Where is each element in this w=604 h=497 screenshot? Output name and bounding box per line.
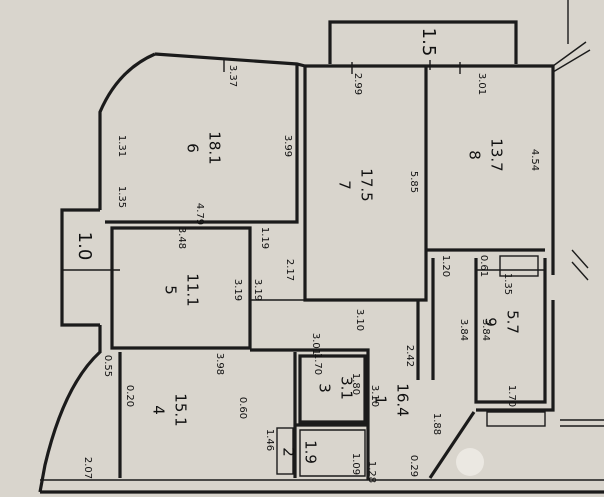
room-area-5: 11.1 <box>184 273 202 306</box>
room-area-7: 17.5 <box>358 168 376 201</box>
dimension-label: 1.70 <box>312 353 323 375</box>
room-area-9: 5.7 <box>504 310 522 334</box>
dimension-label: 1.31 <box>116 135 127 157</box>
dimension-label: 3.84 <box>458 319 469 341</box>
dimension-label: 3.01 <box>476 73 487 95</box>
outer-walls <box>38 0 604 494</box>
room-number-9: 9 <box>482 317 500 327</box>
room-area-4: 15.1 <box>172 393 190 426</box>
dimension-label: 1.35 <box>502 273 513 295</box>
room-number-3: 3 <box>316 383 334 393</box>
room-area-8: 13.7 <box>488 138 506 171</box>
dimension-label: 2.99 <box>352 73 363 95</box>
dimension-label: 1.80 <box>350 373 361 395</box>
dimension-label: 1.70 <box>506 385 517 407</box>
room-number-7: 7 <box>336 180 354 190</box>
room-area-2: 1.9 <box>302 440 320 464</box>
dimension-label: 0.29 <box>408 455 419 477</box>
balcony-label-1: 1.5 <box>418 28 439 57</box>
dimension-label: 0.60 <box>237 397 248 419</box>
dimension-label: 4.79 <box>194 203 205 225</box>
dimension-label: 3.01 <box>310 333 321 355</box>
room-number-6: 6 <box>184 143 202 153</box>
room-number-2: 2 <box>280 447 298 457</box>
dimension-label: 3.48 <box>176 227 187 249</box>
room-number-1: 1 <box>372 395 390 405</box>
dimension-label: 3.98 <box>214 353 225 375</box>
dimension-label: 1.46 <box>264 429 275 451</box>
dimension-label: 1.20 <box>440 255 451 277</box>
dimension-label: 1.35 <box>116 186 127 208</box>
dimension-label: 5.85 <box>408 171 419 193</box>
dimension-label: 0.20 <box>124 385 135 407</box>
dimension-label: 3.19 <box>252 279 263 301</box>
dimension-label: 3.84 <box>480 319 491 341</box>
room-area-6: 18.1 <box>206 131 224 164</box>
dimension-label: 0.61 <box>478 255 489 277</box>
room-number-5: 5 <box>162 285 180 295</box>
marker-dot <box>456 448 484 476</box>
dimension-label: 1.28 <box>366 461 377 483</box>
balcony-labels: 1.5 1.0 <box>74 28 439 261</box>
dimension-label: 1.19 <box>259 227 270 249</box>
dimension-label: 3.10 <box>354 309 365 331</box>
dimension-label: 2.07 <box>82 457 93 479</box>
dimension-label: 3.10 <box>369 385 380 407</box>
dimension-label: 3.99 <box>282 135 293 157</box>
room-area-3: 3.1 <box>338 376 356 400</box>
dimension-labels: 3.37 1.31 3.99 1.35 4.79 2.99 5.85 3.01 4.54 3.48… <box>82 65 540 483</box>
dimension-label: 3.37 <box>227 65 238 87</box>
dimension-label: 0.55 <box>102 355 113 377</box>
dimension-label: 4.54 <box>529 149 540 171</box>
dimension-label: 1.09 <box>350 453 361 475</box>
room-number-8: 8 <box>466 150 484 160</box>
room-area-1: 16.4 <box>394 383 412 416</box>
dimension-label: 2.42 <box>404 345 415 367</box>
dimension-label: 3.19 <box>232 279 243 301</box>
room-number-4: 4 <box>150 405 168 415</box>
dimension-label: 2.17 <box>284 259 295 281</box>
balcony-label-2: 1.0 <box>74 232 95 261</box>
interior-walls <box>62 58 547 480</box>
dimension-label: 1.88 <box>431 413 442 435</box>
